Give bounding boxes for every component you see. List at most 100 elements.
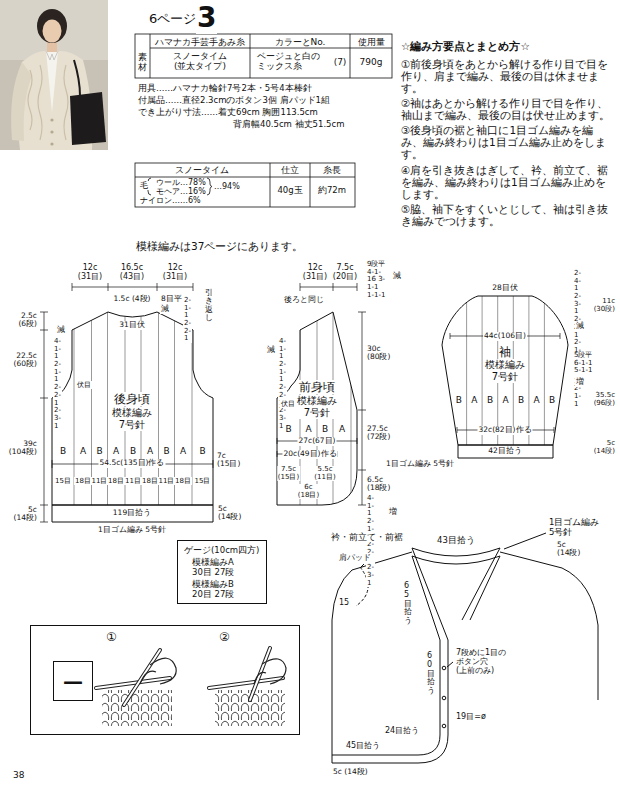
cardigan-outline [447,662,453,667]
dimension-lines [72,283,193,291]
band-letter: B [162,446,170,456]
table-cell: 40g玉 [276,186,303,196]
count: 65目拾う [404,582,412,626]
dimension: 7.5c (20目) [332,264,358,282]
note: 1目ゴム編み 5号針 [385,460,455,469]
count: 43目拾う [436,536,476,546]
photo [50,142,53,145]
dimension: 27c(67目) [297,437,336,446]
cardigan-outline [332,548,448,763]
dimension: 7c (15目) [216,452,241,469]
table-cell: ナイロン……6% [139,196,202,205]
shaping-note: 引き返し [205,289,213,322]
dimension: 12c (31目) [162,264,188,282]
shaping-note: 増 [388,508,398,517]
dimension: 27.5c (72段) [366,425,391,442]
table-cell: スノータイム (並太タイプ) [168,51,232,72]
table-cell: (7) [333,57,348,67]
band-letter: A [112,446,120,456]
band-letter: B [455,395,463,405]
band-letter: B [321,424,329,434]
band-letter: B [59,446,67,456]
shaping-note: 減 [56,326,66,335]
instruction: ④肩を引き抜きはぎして、衿、前立て、裾を編み、編み終わりは1目ゴム編み止めをしま… [400,164,614,200]
dimension-lines [52,460,213,468]
dimension: 30c (80段) [366,345,391,362]
dimension: 16.5c (43目) [119,264,145,282]
stitch-count: 15目 [54,477,72,485]
node-text: ② [219,630,230,644]
dimension: 6c (18目) [297,484,320,499]
table-cell: ウール…78% [155,178,207,187]
dimension: 39c (104段) [8,440,38,457]
shaping-note: 4-1-1 2-1-1 2-2-1 2-3-1 [278,338,287,430]
dimension-lines [358,312,366,505]
stitch-count: 18目 [174,477,192,485]
instruction: ②袖はあとから解ける作り目で目を作り、袖山まで編み、最後の目は伏せ止めます。 [400,97,614,121]
dimension: 11c (30段) [593,298,616,313]
stitch-illustration [102,690,172,726]
dimension: 5c (14段) [593,440,616,455]
dimension: 35.5c (96段) [593,392,616,407]
band-letter: A [501,395,509,405]
shaping-note: 4-1-1 2-1-1 2-2-1 2-3-1 [53,338,62,430]
shaping-note: 増 [575,378,585,387]
cardigan-outline [500,552,598,700]
dimension: 12c (31目) [77,264,103,282]
cardigan-outline [462,548,500,620]
photo [50,118,53,121]
stitch-count: 18目 [74,477,92,485]
dimension: 15 [338,598,350,607]
instruction: ①前後身頃をあとから解ける作り目で目を作り、肩まで編み、最後の目は休ませます。 [400,58,614,94]
table-grid [135,163,355,207]
note: 1目ゴム編み 5号針 [548,518,604,538]
table-cell: 790g [359,57,384,67]
table-cell: 約72m [317,186,347,196]
dimension: 42目拾う [487,447,523,456]
garment-piece: 後身頃模様編み 7号針 [52,312,213,522]
dimension: 44c(106目) [483,332,527,341]
shaping-note: 減 [266,346,276,355]
dimension: 12c (31目) [302,264,328,282]
page-heading: 6ページ [148,12,197,27]
stitch-illustration [96,648,286,726]
shaping-note: 2-4-1 2-3-1 2-2-1 2-1-1 4-1-1 2-1-1 [573,270,582,408]
band-letter: B [95,446,103,456]
page-number: 38 [12,770,25,780]
table-grid [135,34,392,78]
cardigan-outline [412,556,500,564]
gauge-box: ゲージ(10cm四方)模様編みA 30目 27段模様編みB 20目 27段 [177,540,267,604]
node-title: 袖 [499,345,511,359]
shaping-note: 5段平 6-1-1 5-1-1 [573,352,593,375]
table-cell: 仕立 [280,166,300,176]
band-letter: A [304,424,312,434]
stitch-illustration [96,678,170,688]
pattern-band-lines [467,290,545,445]
photo [11,62,32,141]
dimension: 20c(49目)作る [282,450,337,459]
stitch-illustration [140,658,176,684]
note: 用具……ハマナカ輪針7号2本・5号4本棒針 [137,84,313,94]
shaping-note: 減 [392,272,402,281]
table-cell: 使用量 [357,37,386,47]
pattern-band-lines [74,300,192,505]
stitch-count: 11目 [158,477,176,485]
note: 19目=ø [455,712,487,721]
cardigan-outline [412,548,500,556]
symbol-box: ①②— [30,625,300,735]
stitch-count: 15目 [194,477,212,485]
dimension: 5c (14段) [217,505,242,522]
cardigan-outline [442,724,446,728]
note: 背肩幅40.5cm 袖丈51.5cm [232,120,345,130]
node-text: 模様編み 7号針 [296,395,338,419]
dimension: 6.5c (18段) [366,476,391,493]
shaping-note: 28目伏 [491,284,519,293]
photo [46,51,58,60]
table-cell: ベージュと白の ミックス糸 [256,51,326,72]
note: 模様編みは37ページにあります。 [135,240,304,252]
dimension: 119目拾う [112,509,152,518]
node-text: 模様編みA 30目 27段 [192,557,248,577]
note-heading: ☆編み方要点とまとめ方☆ [400,40,531,52]
dimension: 54.5c(135目)作る [99,459,166,468]
table-cell: …94% [213,182,241,191]
